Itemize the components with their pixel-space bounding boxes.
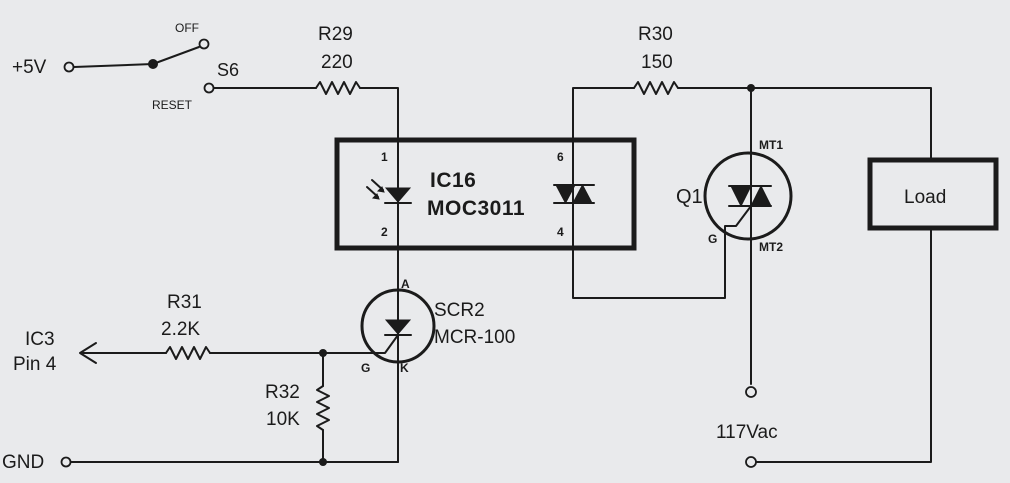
q1-body — [703, 151, 793, 241]
input-ic3-pin4: IC3 Pin 4 — [13, 329, 57, 375]
ic16-pin1-label: 1 — [381, 150, 388, 164]
switch-ref-label: S6 — [217, 60, 239, 80]
ic16-led-ray-2-head — [371, 193, 380, 200]
supply-wire — [73, 63, 154, 68]
input-arrow-head — [79, 342, 97, 364]
load-return-wire — [755, 227, 932, 463]
r29-value-label: 220 — [321, 52, 353, 73]
r30-right-wire — [677, 87, 932, 161]
r32-zigzag — [316, 385, 330, 431]
ic16-pin6-label: 6 — [557, 150, 564, 164]
switch-blade — [152, 46, 200, 65]
ic16-led-triangle — [384, 187, 412, 203]
ground-terminal: GND — [2, 452, 399, 473]
resistor-r31: R31 2.2K — [79, 292, 327, 364]
resistor-r32: R32 10K — [265, 352, 330, 466]
ic16-ref-label: IC16 — [430, 169, 476, 192]
q1-gate-wire — [572, 205, 752, 299]
resistor-r29: R29 220 — [213, 24, 399, 141]
supply-label: +5V — [12, 57, 47, 78]
r29-right-wire — [359, 87, 399, 141]
r30-value-label: 150 — [641, 52, 673, 73]
r30-left-wire — [572, 87, 635, 141]
q1-up-triangle — [750, 184, 772, 207]
ground-label: GND — [2, 452, 44, 473]
switch-off-label: OFF — [175, 21, 199, 35]
mains-terminal-top — [745, 386, 757, 398]
input-line1-label: IC3 — [25, 329, 55, 350]
input-line2-label: Pin 4 — [13, 354, 57, 375]
switch-reset-contact — [203, 82, 215, 94]
ground-terminal-circle — [60, 456, 72, 468]
r32-ref-label: R32 — [265, 382, 300, 403]
scr2-cathode-label: K — [400, 361, 409, 375]
load-block: Load — [755, 157, 999, 463]
q1-ref-label: Q1 — [676, 186, 703, 208]
supply-terminal-circle — [63, 61, 75, 73]
supply-5v-terminal: +5V — [12, 57, 154, 78]
optocoupler-ic16: IC16 MOC3011 1 2 6 4 — [334, 137, 637, 251]
scr2-part-label: MCR-100 — [434, 327, 515, 348]
scr2-ref-label: SCR2 — [434, 300, 485, 321]
ic16-package — [334, 137, 637, 251]
ic16-pin4-label: 4 — [557, 225, 564, 239]
switch-off-contact — [198, 38, 210, 50]
load-label: Load — [904, 187, 946, 208]
ic16-triac-down-triangle — [555, 184, 576, 205]
q1-gate-label: G — [708, 232, 717, 246]
r32-value-label: 10K — [266, 409, 300, 430]
mains-label: 117Vac — [716, 422, 778, 443]
load-box — [867, 157, 999, 231]
r29-zigzag — [315, 81, 361, 95]
r31-ref-label: R31 — [167, 292, 202, 313]
ic16-triac-up-triangle — [572, 183, 593, 204]
triac-q1: Q1 MT1 MT2 G — [572, 87, 793, 385]
r31-value-label: 2.2K — [161, 319, 200, 340]
scr2-anode-label: A — [401, 277, 410, 291]
scr2-gate-label: G — [361, 361, 370, 375]
scr2-gate-wire — [322, 334, 399, 354]
q1-mt2-label: MT2 — [759, 240, 783, 254]
r30-zigzag — [633, 81, 679, 95]
resistor-r30: R30 150 — [572, 24, 932, 161]
ic16-pin2-label: 2 — [381, 225, 388, 239]
scr-scr2: SCR2 MCR-100 A G K — [322, 247, 515, 463]
r30-ref-label: R30 — [638, 24, 673, 45]
q1-down-triangle — [730, 185, 752, 208]
r29-ref-label: R29 — [318, 24, 353, 45]
q1-mt1-label: MT1 — [759, 138, 783, 152]
ic16-led-ray-1-head — [376, 186, 385, 193]
ic16-part-label: MOC3011 — [427, 197, 525, 220]
scr2-triangle — [384, 319, 412, 335]
mains-terminal-bottom — [745, 456, 757, 468]
scr2-body — [360, 288, 436, 364]
mains-117vac-terminals: 117Vac — [716, 386, 778, 468]
switch-reset-label: RESET — [152, 98, 193, 112]
switch-s6: OFF S6 RESET — [148, 21, 239, 112]
r31-zigzag — [165, 346, 211, 360]
